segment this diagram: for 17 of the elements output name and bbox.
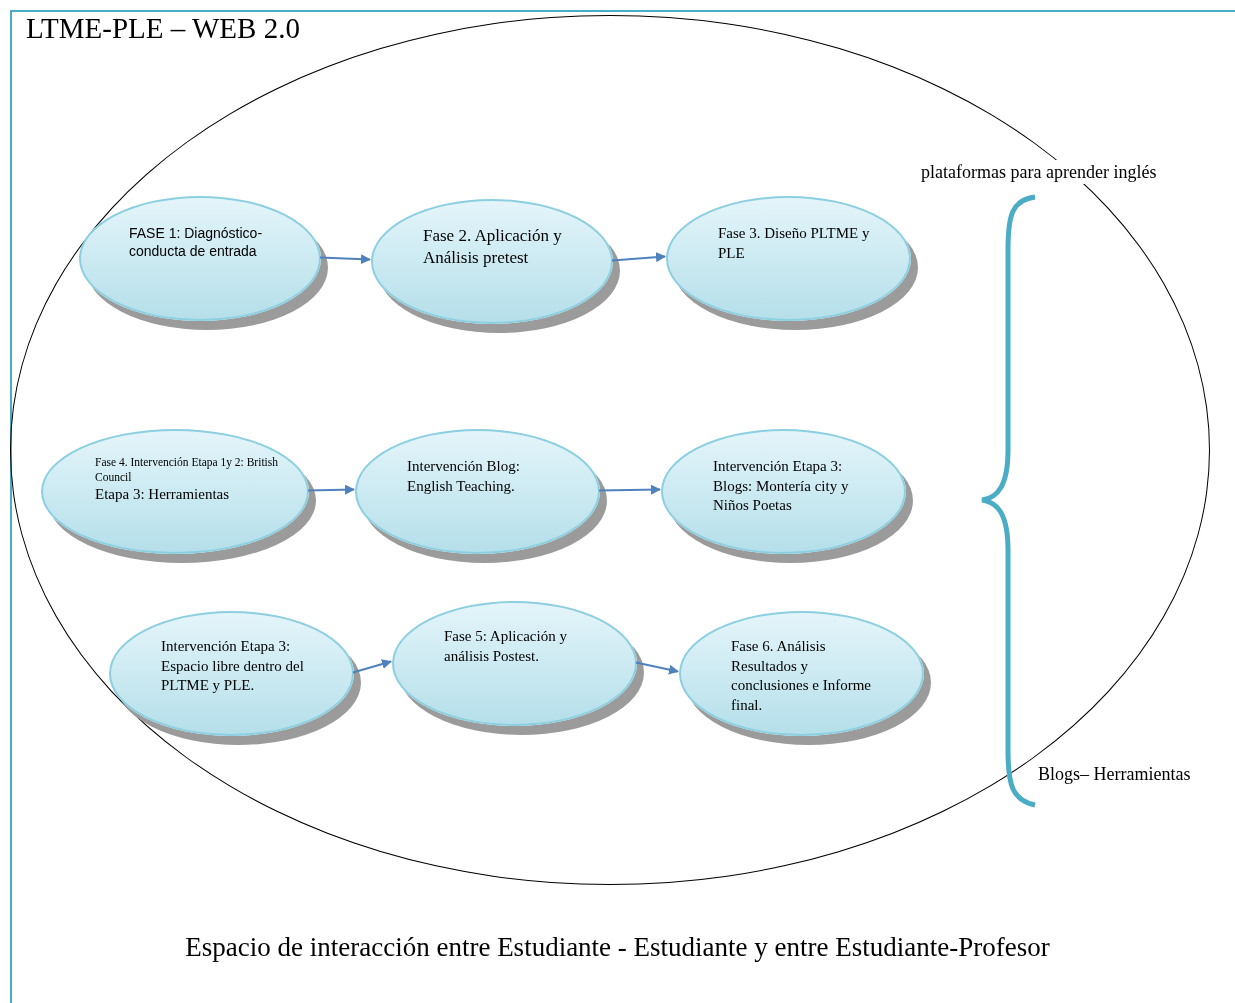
arrow [635, 661, 679, 675]
arrow [307, 484, 355, 495]
phase-text: Fase 6. Análisis Resultados y conclusiones e Informe final. [731, 637, 872, 715]
phase-text: Intervención Blog: English Teaching. [407, 457, 521, 496]
phase-text: FASE 1: Diagnóstico- conducta de entrada [129, 224, 264, 261]
phase-text: Intervención Etapa 3: Espacio libre dentro del PLTME y PLE. [161, 637, 305, 695]
phase-text: Fase 3. Diseño PLTME y PLE [718, 224, 871, 263]
phase-text: Etapa 3: Herramientas [95, 484, 231, 504]
arrow [611, 252, 666, 263]
phase-text: Fase 4. Intervención Etapa 1y 2: British Council [95, 455, 279, 485]
arrow [352, 659, 392, 674]
phase-text: Intervención Etapa 3: Blogs: Montería city y Niños Poetas [713, 457, 850, 515]
phase-text: Fase 5: Aplicación y análisis Postest. [444, 627, 568, 666]
phase-text: Fase 2. Aplicación y Análisis pretest [423, 225, 563, 270]
arrow [319, 254, 371, 265]
arrow [598, 484, 661, 495]
caption: Espacio de interacción entre Estudiante - Estudiante y entre Estudiante-Profesor [184, 932, 1051, 963]
